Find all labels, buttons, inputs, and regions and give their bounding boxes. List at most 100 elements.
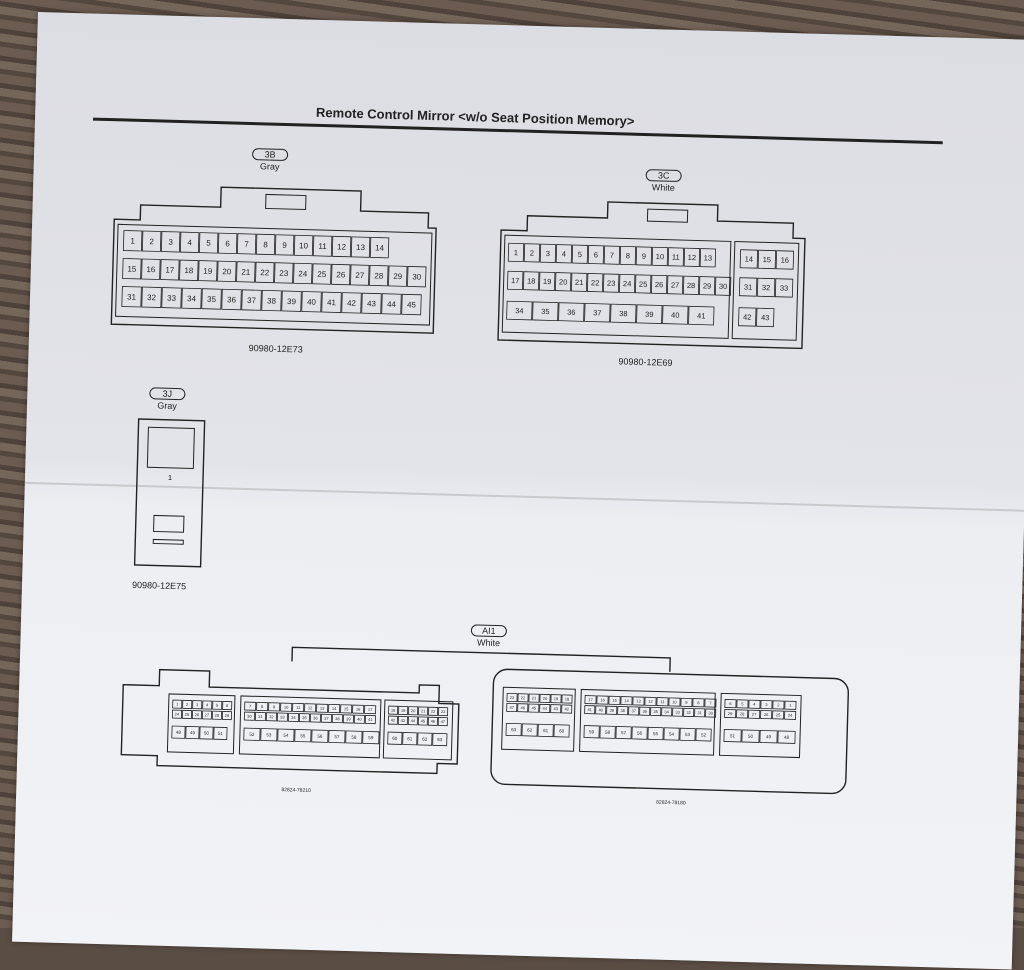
- connector-3c-cavity: [688, 305, 715, 326]
- connector-3c-pin-label: 36: [567, 308, 576, 317]
- connector-ai1-right-cavity: [741, 729, 760, 743]
- connector-3b-pin-label: 34: [187, 294, 197, 303]
- connector-ai1-right-pin-label: 49: [766, 734, 772, 739]
- connector-ai1-right-pin-label: 1: [789, 703, 792, 708]
- connector-ai1-left-pin-label: 19: [401, 708, 406, 713]
- connector-ai1-bracket: [291, 646, 671, 672]
- connector-ai1-left-cavity: [311, 729, 329, 743]
- connector-ai1-left-pin-label: 57: [334, 734, 340, 739]
- connector-ai1-right-cavity: [596, 695, 609, 705]
- connector-ai1-right-pin-label: 56: [637, 731, 643, 736]
- connector-3b-cavity: [331, 263, 351, 286]
- connector-3c-pin-label: 15: [763, 255, 772, 264]
- connector-ai1-left-cavity: [418, 706, 429, 716]
- connector-3c-pin-label: 10: [656, 252, 665, 261]
- connector-3c-pin-label: 26: [655, 280, 664, 289]
- connector-3b-pin-label: 21: [241, 268, 251, 277]
- connector-ai1-right-cavity: [517, 693, 529, 703]
- connector-ai1-left-cavity: [340, 704, 353, 714]
- connector-ai1-left-cavity: [331, 714, 343, 724]
- connector-ai1-left-pin-label: 14: [332, 706, 337, 711]
- connector-3c-pin-label: 3: [546, 249, 550, 258]
- connector-ai1-right-cavity: [553, 724, 570, 738]
- connector-ai1-right-cavity: [704, 698, 717, 708]
- connector-3c-cavity: [584, 302, 611, 323]
- connector-3c-part-number: 90980-12E69: [618, 356, 673, 368]
- connector-ai1-left-cavity: [438, 707, 449, 717]
- connector-3c-cavity: [756, 277, 776, 298]
- connector-3b-cavity: [255, 261, 275, 284]
- connector-ai1-left-pin-label: 43: [401, 718, 406, 723]
- connector-3c-pin-label: 4: [562, 249, 566, 258]
- connector-3c-cavity: [756, 307, 775, 328]
- connector-ai1-left-pin-label: 47: [441, 719, 446, 724]
- connector-ai1-left-pin-label: 20: [411, 708, 416, 713]
- connector-3b-cavity: [388, 265, 408, 287]
- connector-3b-cavity: [217, 260, 237, 283]
- connector-ai1-color: White: [476, 637, 501, 649]
- connector-ai1-right-cavity: [723, 729, 742, 743]
- connector-ai1-right-pin-label: 13: [636, 698, 641, 703]
- connector-ai1-left-cavity: [280, 702, 293, 712]
- connector-3b-cavity: [341, 292, 362, 314]
- connector-ai1-right-cavity: [661, 707, 673, 717]
- connector-3c-cavity: [666, 275, 684, 295]
- connector-ai1-right-cavity: [656, 697, 669, 707]
- connector-3c-pin-label: 30: [719, 282, 728, 291]
- connector-ai1-right-cavity: [724, 699, 737, 709]
- connector-ai1-left-cavity: [328, 703, 341, 714]
- connector-3b-pin-label: 19: [203, 267, 213, 276]
- connector-ai1-right-pin-label: 45: [531, 705, 536, 710]
- connector-ai1-left-pin-label: 34: [291, 715, 296, 720]
- connector-ai1-right-cavity: [748, 699, 761, 709]
- connector-ai1-right-pin-label: 32: [686, 710, 691, 715]
- connector-3j-color: Gray: [157, 400, 177, 412]
- connector-ai1-left-cavity: [364, 715, 376, 725]
- connector-3b-pin-label: 30: [412, 272, 422, 281]
- connector-ai1-left-pin-label: 53: [266, 732, 272, 737]
- connector-ai1-right-pin-label: 29: [728, 711, 733, 716]
- connector-3c-pin-label: 41: [697, 311, 706, 320]
- connector-3c-cavity: [667, 247, 685, 267]
- connector-3c-cavity: [539, 271, 556, 291]
- connector-ai1-right-cavity: [583, 725, 600, 739]
- connector-3c-cavity: [634, 274, 652, 294]
- connector-3b-pin-label: 36: [227, 295, 237, 304]
- connector-ai1-right-cavity: [694, 708, 706, 718]
- connector-3b-pin-label: 29: [393, 272, 403, 281]
- connector-3b-pin-label: 27: [355, 271, 365, 280]
- connector-ai1-right-cavity: [561, 694, 573, 704]
- connector-ai1-left-pin-label: 11: [296, 705, 301, 710]
- connector-ai1-right-cavity: [680, 697, 693, 707]
- connector-3j-drawing: 1: [133, 418, 206, 568]
- connector-ai1-left-cavity: [428, 706, 439, 716]
- connector-3c-pin-label: 6: [594, 250, 598, 259]
- connector-3b-pin-label: 1: [130, 237, 135, 246]
- connector-ai1-left-cavity: [398, 705, 409, 716]
- connector-ai1-right-pin-label: 54: [669, 732, 675, 737]
- connector-ai1-right-pin-label: 16: [600, 697, 605, 702]
- connector-ai1-right-cavity: [760, 710, 773, 720]
- connector-ai1-right-part-number: 82824-78180: [656, 799, 686, 807]
- connector-3b-cavity: [236, 261, 256, 283]
- connector-ai1-code: AI1: [470, 624, 508, 638]
- connector-ai1-right-pin-label: 59: [589, 729, 595, 734]
- connector-3b-tag: 3B Gray: [250, 148, 291, 172]
- connector-3c-pin-label: 12: [688, 253, 697, 262]
- connector-ai1-left-cavity: [221, 711, 232, 721]
- connector-3c-cavity: [555, 244, 573, 264]
- connector-3b-cavity: [141, 286, 162, 308]
- connector-ai1-left-pin-label: 6: [226, 703, 229, 708]
- connector-ai1-right-pin-label: 51: [730, 733, 736, 738]
- connector-ai1-left-cavity: [417, 732, 433, 746]
- connector-ai1-right-cavity: [528, 703, 540, 713]
- connector-ai1-left-cavity: [202, 700, 213, 710]
- connector-ai1-right-pin-label: 11: [660, 699, 665, 704]
- connector-ai1-right-pin-label: 20: [543, 696, 548, 701]
- connector-3c-cavity: [571, 244, 589, 264]
- connector-ai1-left-pin-label: 39: [346, 716, 351, 721]
- connector-3c-cavity: [602, 273, 620, 293]
- connector-ai1-right-cavity: [772, 710, 785, 720]
- connector-3c-cavity: [555, 272, 572, 292]
